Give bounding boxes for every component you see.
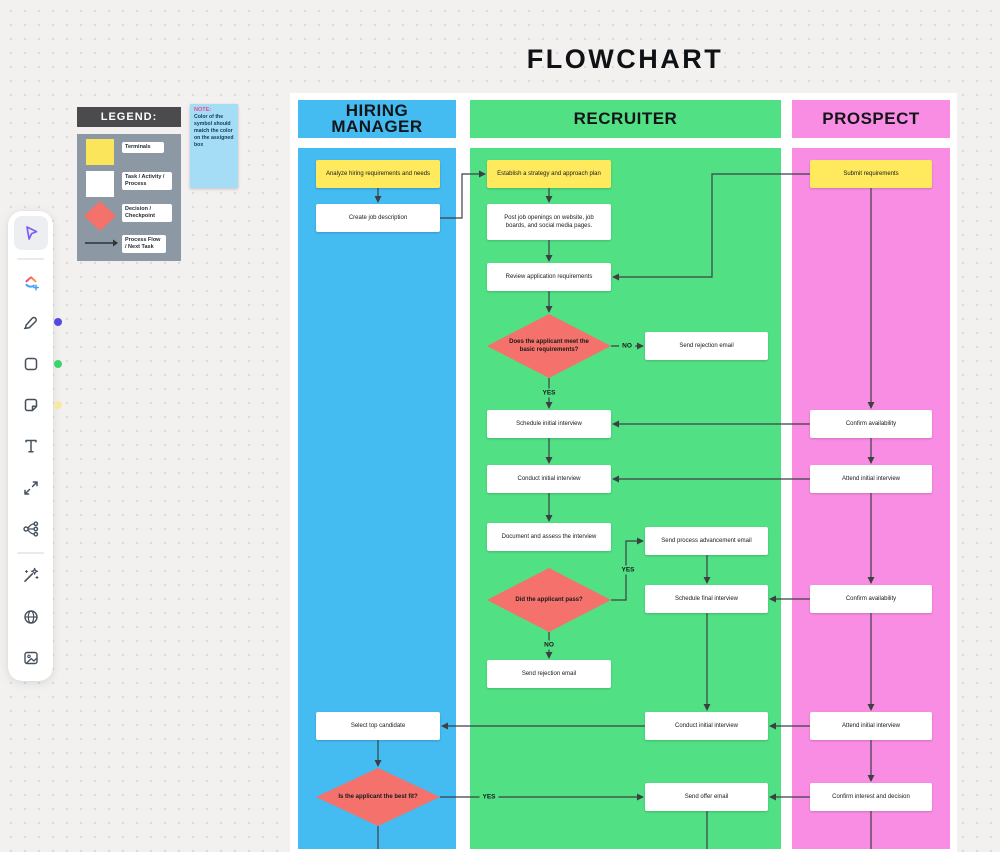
lane-header-hiring-manager[interactable]: HIRING MANAGER [298,100,456,138]
image-tool-button[interactable] [14,641,48,675]
magic-wand-icon [23,567,39,582]
flow-node-attend-initial-2[interactable]: Attend initial interview [810,712,932,740]
web-tool-button[interactable] [14,600,48,634]
flow-branch-label-yes: YES [539,388,559,398]
marker-pen-icon [23,316,37,330]
legend-panel: Terminals Task / Activity / Process Deci… [77,134,181,261]
flow-node-confirm-avail-1[interactable]: Confirm availability [810,410,932,438]
flow-node-establish[interactable]: Establish a strategy and approach plan [487,160,611,188]
flow-node-document-assess[interactable]: Document and assess the interview [487,523,611,551]
note-sticky[interactable]: NOTE: Color of the symbol should match t… [190,104,238,188]
flow-node-create-job[interactable]: Create job description [316,204,440,232]
marker-color-dot[interactable] [54,318,62,326]
text-tool-button[interactable] [14,429,48,463]
flow-node-offer[interactable]: Send offer email [645,783,768,811]
toolbar-divider [17,552,44,554]
flow-node-confirm-interest[interactable]: Confirm interest and decision [810,783,932,811]
connector-tool-button[interactable] [14,471,48,505]
sticky-color-dot[interactable] [54,401,62,409]
flow-branch-label-no: NO [541,640,557,650]
legend-item-terminals: Terminals [122,142,164,154]
flow-node-conduct-bottom[interactable]: Conduct initial interview [645,712,768,740]
sticky-note-icon [24,398,37,412]
lane-body-hiring-manager [298,148,456,849]
lane-header-prospect[interactable]: PROSPECT [792,100,950,138]
legend-title: LEGEND: [77,107,181,127]
terminal-swatch [86,139,114,165]
note-title: NOTE: [194,107,212,113]
flow-node-schedule-initial[interactable]: Schedule initial interview [487,410,611,438]
connector-arrows-icon [23,481,38,495]
flow-node-schedule-final[interactable]: Schedule final interview [645,585,768,613]
lane-body-prospect [792,148,950,849]
process-swatch [86,171,114,197]
flow-node-select-top[interactable]: Select top candidate [316,712,440,740]
text-icon [24,439,37,453]
select-tool-button[interactable] [13,216,48,250]
flow-node-attend-initial-1[interactable]: Attend initial interview [810,465,932,493]
toolbar [8,211,53,681]
flow-node-advancement-email[interactable]: Send process advancement email [645,527,768,555]
flow-node-reject-1[interactable]: Send rejection email [645,332,768,360]
flow-node-analyze[interactable]: Analyze hiring requirements and needs [316,160,440,188]
flow-node-conduct-initial[interactable]: Conduct initial interview [487,465,611,493]
flow-node-review[interactable]: Review application requirements [487,263,611,291]
image-icon [23,651,38,665]
marker-tool-button[interactable] [14,305,48,339]
legend-item-flow: Process Flow / Next Task [122,235,166,254]
legend-item-decision: Decision / Checkpoint [122,204,172,223]
sticky-note-tool-button[interactable] [14,388,48,422]
decision-swatch [84,201,116,231]
rectangle-shape-icon [24,357,37,371]
shape-tool-button[interactable] [14,347,48,381]
flow-node-post-openings[interactable]: Post job openings on website, job boards… [487,204,611,240]
shape-color-dot[interactable] [54,360,62,368]
lane-header-recruiter[interactable]: RECRUITER [470,100,781,138]
clickup-add-tool-button[interactable] [14,266,48,300]
globe-icon [23,610,38,624]
flow-node-confirm-avail-2[interactable]: Confirm availability [810,585,932,613]
mindmap-tool-button[interactable] [14,512,48,546]
board-title: FLOWCHART [526,44,724,74]
flow-branch-label-yes: YES [479,792,499,802]
clickup-plus-icon [25,276,39,291]
mindmap-icon [22,521,38,537]
flow-branch-label-no: NO [619,341,635,351]
legend-item-task: Task / Activity / Process [122,172,172,191]
lane-body-recruiter [470,148,781,849]
flow-node-reject-2[interactable]: Send rejection email [487,660,611,688]
flow-node-submit-reqs[interactable]: Submit requirements [810,160,932,188]
cursor-icon [25,226,37,240]
flow-arrow-symbol [85,239,118,247]
note-body: Color of the symbol should match the col… [194,114,234,149]
flow-branch-label-yes: YES [618,565,638,575]
ai-wand-tool-button[interactable] [14,558,48,592]
toolbar-divider [17,258,44,260]
